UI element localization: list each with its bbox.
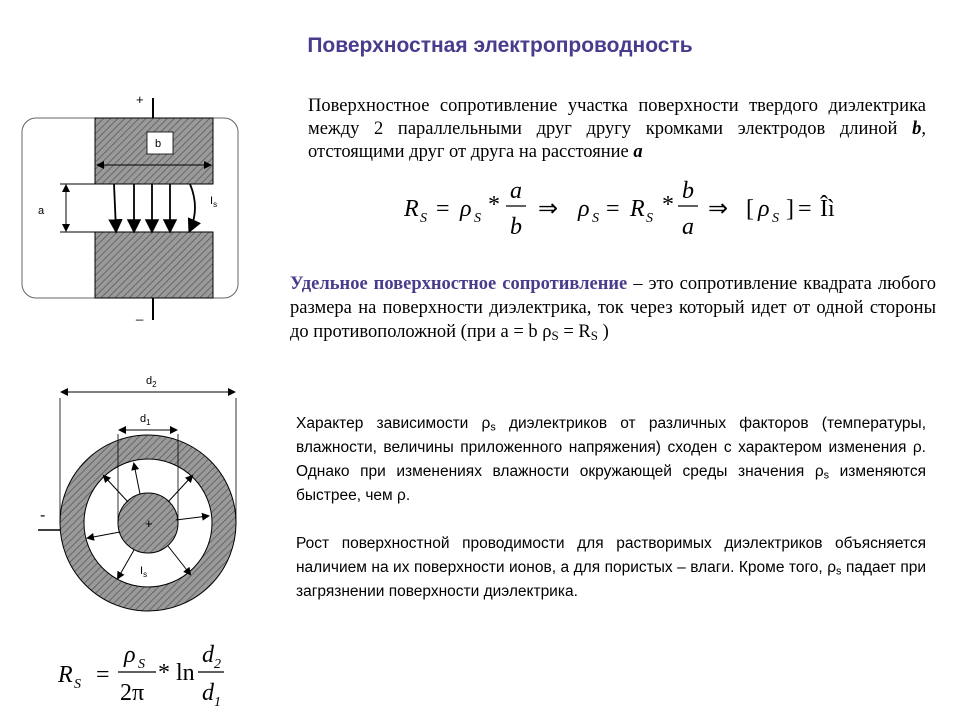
- svg-text:=: =: [606, 196, 620, 222]
- minus-sign: -: [40, 507, 45, 524]
- svg-text:R: R: [57, 662, 73, 688]
- plus-sign: +: [145, 516, 153, 531]
- svg-text:S: S: [420, 211, 427, 226]
- svg-text:⇒: ⇒: [538, 196, 558, 222]
- svg-text:[: [: [746, 196, 754, 222]
- bottom-electrode: [94, 231, 214, 299]
- svg-text:S: S: [646, 211, 653, 226]
- svg-text:d: d: [202, 642, 215, 668]
- svg-text:*: *: [662, 192, 674, 218]
- plus-sign: +: [136, 92, 144, 107]
- svg-text:ρ: ρ: [577, 196, 590, 222]
- svg-text:b: b: [682, 178, 694, 204]
- b-label-box: [146, 131, 174, 155]
- svg-text:ρ: ρ: [757, 196, 770, 222]
- svg-text:b: b: [510, 214, 522, 240]
- svg-text:* ln: * ln: [158, 660, 195, 686]
- radial-arrow-1: [167, 474, 194, 503]
- svg-text:]: ]: [786, 196, 794, 222]
- a-label: a: [38, 205, 45, 217]
- svg-text:R: R: [629, 196, 645, 222]
- formula-ring-resistance: R S = ρ S 2π * ln d 2 d 1: [57, 642, 224, 710]
- svg-text:Îì: Îì: [820, 196, 835, 222]
- svg-text:R: R: [403, 196, 419, 222]
- svg-text:2: 2: [214, 657, 221, 672]
- radial-arrow-6: [117, 549, 135, 580]
- ring-electrode-diagram: d2 d1 - + Is: [38, 375, 237, 612]
- is-label: Is: [140, 565, 147, 579]
- svg-text:a: a: [510, 178, 522, 204]
- svg-text:S: S: [474, 211, 481, 226]
- svg-text:S: S: [772, 211, 779, 226]
- svg-text:ρ: ρ: [123, 642, 136, 668]
- current-arrow-1: [108, 183, 123, 234]
- svg-text:=: =: [96, 662, 110, 688]
- svg-text:⇒: ⇒: [708, 196, 728, 222]
- b-label: b: [155, 138, 161, 150]
- svg-text:*: *: [488, 192, 500, 218]
- surface-resistance-description: Поверхностное сопротивление участка пове…: [308, 96, 926, 162]
- svg-text:ρ: ρ: [459, 196, 472, 222]
- dependence-paragraph: Характер зависимости ρs диэлектриков от …: [296, 415, 927, 504]
- svg-text:S: S: [138, 657, 145, 672]
- radial-arrow-5: [86, 531, 121, 541]
- formula-surface-resistance: R S = ρ S * a b ⇒ ρ S = R S * b a ⇒ [ ρ …: [403, 178, 835, 240]
- is-label: Is: [210, 195, 217, 209]
- flat-electrode-diagram: b + _ a Is: [21, 92, 239, 321]
- svg-text:d: d: [202, 680, 215, 706]
- specific-surface-resistance-definition: Удельное поверхностное сопротивление – э…: [290, 274, 937, 344]
- svg-text:S: S: [74, 677, 81, 692]
- svg-text:S: S: [592, 211, 599, 226]
- svg-text:a: a: [682, 214, 694, 240]
- radial-arrow-7: [167, 545, 192, 576]
- radial-arrow-4: [175, 512, 210, 521]
- svg-text:2π: 2π: [120, 680, 144, 706]
- d1-label: d1: [140, 413, 151, 427]
- conductivity-growth-paragraph: Рост поверхностной проводимости для раст…: [296, 535, 926, 600]
- radial-arrow-2: [102, 474, 129, 503]
- svg-text:1: 1: [214, 695, 221, 710]
- d2-label: d2: [146, 375, 157, 389]
- radial-arrow-3: [131, 462, 141, 495]
- current-arrow-5: [187, 183, 202, 234]
- slide-title: Поверхностная электропроводность: [307, 34, 693, 57]
- minus-sign: _: [135, 306, 144, 321]
- svg-text:=: =: [798, 196, 812, 222]
- svg-text:=: =: [436, 196, 450, 222]
